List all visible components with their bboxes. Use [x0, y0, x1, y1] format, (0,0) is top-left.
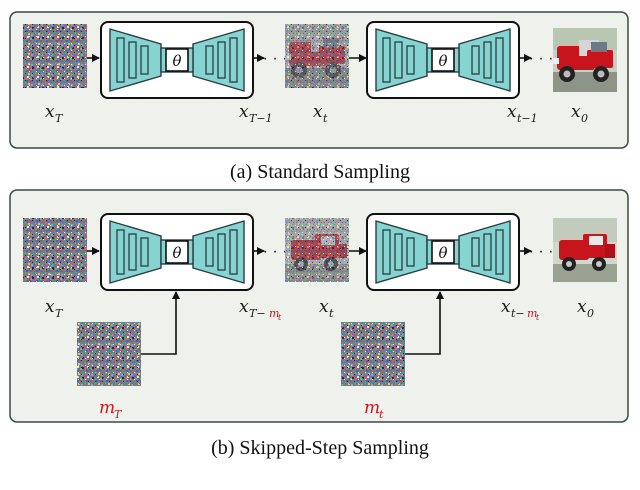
label-xt-minus-1-a: x t−1	[507, 102, 538, 125]
svg-text:t: t	[379, 408, 384, 421]
label-x0-a: x 0	[571, 102, 588, 125]
noisy-truck-image-xt-b	[285, 218, 349, 282]
svg-text:x: x	[239, 297, 249, 317]
theta-symbol: θ	[172, 52, 181, 70]
theta-symbol: θ	[172, 244, 181, 262]
svg-text:t: t	[536, 313, 540, 322]
theta-symbol: θ	[438, 244, 447, 262]
clean-truck-image-x0-b	[553, 218, 617, 282]
svg-text:m: m	[99, 398, 115, 418]
svg-text:x: x	[313, 102, 323, 122]
svg-text:x: x	[571, 102, 581, 122]
svg-text:x: x	[577, 297, 587, 317]
svg-text:t: t	[278, 313, 282, 322]
svg-text:T: T	[114, 408, 123, 421]
svg-text:T−1: T−1	[249, 112, 273, 125]
svg-text:t−: t−	[511, 307, 525, 320]
svg-text:T: T	[55, 112, 64, 125]
label-mt: m t	[364, 398, 384, 421]
svg-text:x: x	[45, 297, 55, 317]
theta-symbol: θ	[438, 52, 447, 70]
ellipsis-b2: · · ·	[529, 243, 554, 260]
ellipsis-a2: · · ·	[529, 50, 554, 67]
label-xT-minus-mt-b: x T− m t	[239, 297, 282, 322]
ellipsis-a1: · · ·	[263, 50, 288, 67]
label-xt-b: x t	[319, 297, 334, 320]
svg-text:m: m	[527, 307, 537, 320]
svg-text:T−: T−	[249, 307, 266, 320]
label-mT: m T	[99, 398, 123, 421]
svg-text:t: t	[323, 112, 328, 125]
svg-text:x: x	[501, 297, 511, 317]
label-xt-minus-mt-b: x t− m t	[501, 297, 540, 322]
svg-text:m: m	[269, 307, 279, 320]
caption-panel-b: (b) Skipped-Step Sampling	[211, 437, 429, 459]
noisy-truck-image-xt-a	[285, 24, 349, 88]
caption-panel-a: (a) Standard Sampling	[230, 161, 410, 183]
label-x0-b: x 0	[577, 297, 594, 320]
label-xT-b: x T	[45, 297, 64, 320]
svg-text:x: x	[239, 102, 249, 122]
svg-text:0: 0	[581, 112, 588, 125]
svg-text:m: m	[364, 398, 380, 418]
label-xT-minus-1-a: x T−1	[239, 102, 273, 125]
arrow-mt-to-unet	[405, 291, 444, 355]
label-xt-a: x t	[313, 102, 328, 125]
svg-text:x: x	[507, 102, 517, 122]
clean-truck-image-x0-a	[553, 28, 617, 92]
svg-text:x: x	[319, 297, 329, 317]
svg-text:T: T	[55, 307, 64, 320]
arrow-mT-to-unet	[141, 291, 180, 355]
svg-text:0: 0	[587, 307, 594, 320]
label-xT-a: x T	[45, 102, 64, 125]
svg-text:t−1: t−1	[517, 112, 538, 125]
svg-text:x: x	[45, 102, 55, 122]
svg-text:t: t	[329, 307, 334, 320]
ellipsis-b1: · · ·	[263, 243, 288, 260]
